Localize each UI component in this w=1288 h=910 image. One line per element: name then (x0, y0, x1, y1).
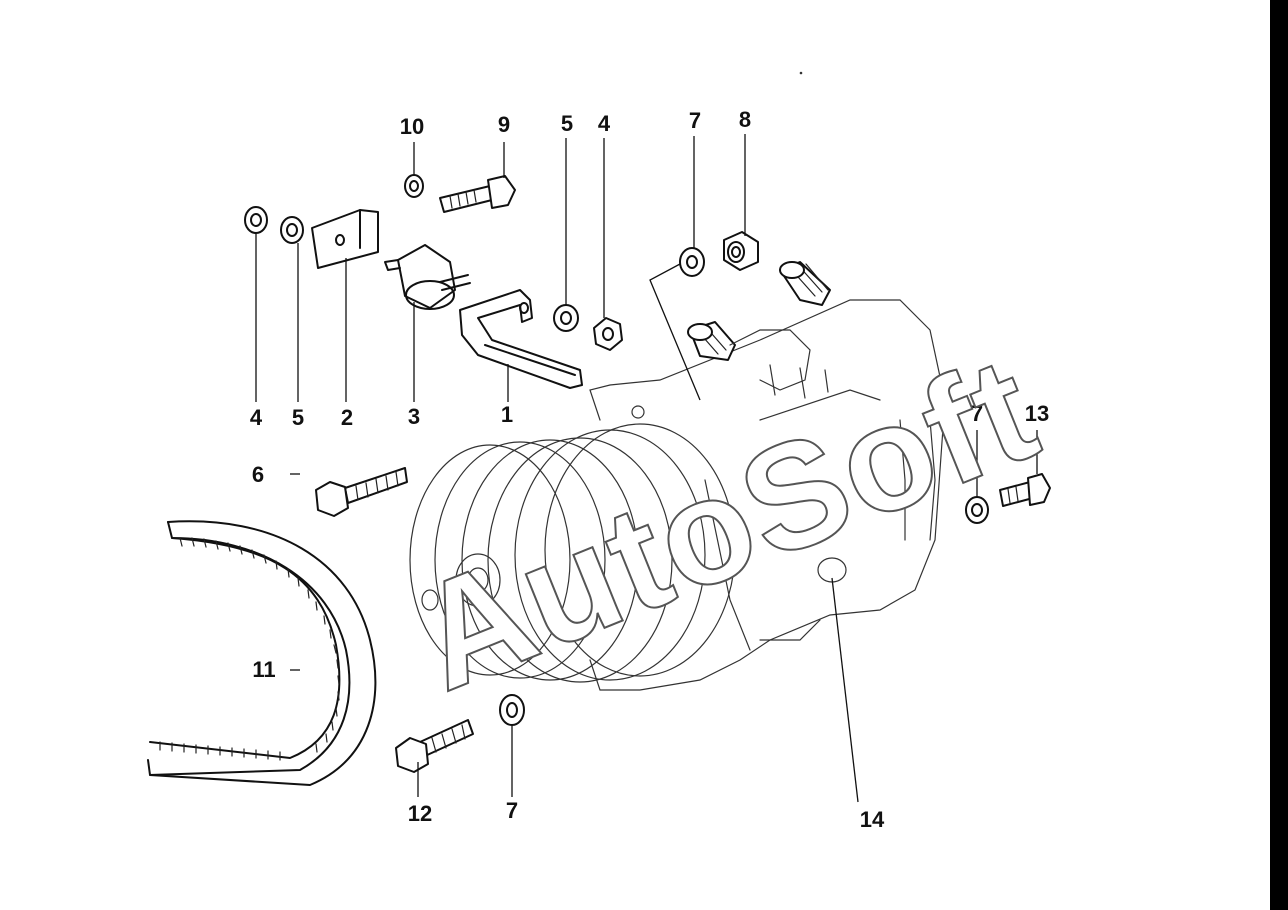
callout-labels: 10 9 5 4 7 8 4 5 2 3 1 7 13 6 11 12 7 14 (250, 107, 1049, 832)
bolt-9 (439, 175, 516, 213)
callout-8: 8 (739, 107, 751, 132)
nut-4-right (593, 317, 623, 351)
pipe-fitting-lower (687, 321, 736, 361)
washer-10 (404, 174, 424, 198)
leader-lines (255, 134, 1038, 803)
callout-4-top: 4 (598, 111, 611, 136)
plate-2 (311, 209, 379, 269)
washer-7-top (679, 247, 705, 277)
nut-8 (723, 231, 759, 271)
callout-2: 2 (341, 405, 353, 430)
watermark: AutoSoft (394, 323, 1059, 722)
bolt-12 (395, 719, 474, 773)
callout-7-top: 7 (689, 108, 701, 133)
washer-5-right (553, 304, 579, 332)
callout-11: 11 (252, 657, 275, 682)
callout-7-bottom: 7 (506, 798, 518, 823)
washer-4-left (244, 206, 268, 234)
callout-1: 1 (501, 402, 513, 427)
callout-13: 13 (1025, 401, 1049, 426)
callout-3: 3 (408, 404, 420, 429)
callout-10: 10 (400, 114, 424, 139)
right-edge-bar (1270, 0, 1288, 910)
washer-5-left (280, 216, 304, 244)
callout-12: 12 (408, 801, 432, 826)
callout-5-left: 5 (292, 405, 304, 430)
bolt-13 (999, 473, 1051, 507)
compressor-body (409, 261, 946, 691)
stray-dot (799, 71, 803, 75)
v-belt-11 (147, 520, 377, 786)
callout-9: 9 (498, 112, 510, 137)
callout-6: 6 (252, 462, 264, 487)
bracket-1 (459, 289, 583, 389)
callout-4-left: 4 (250, 405, 263, 430)
bolt-6 (315, 467, 408, 517)
pipe-fitting-upper (779, 261, 831, 306)
rubber-mount-3 (384, 244, 471, 310)
callout-7-right: 7 (971, 401, 983, 426)
callout-5-top: 5 (561, 111, 573, 136)
callout-14: 14 (860, 807, 885, 832)
